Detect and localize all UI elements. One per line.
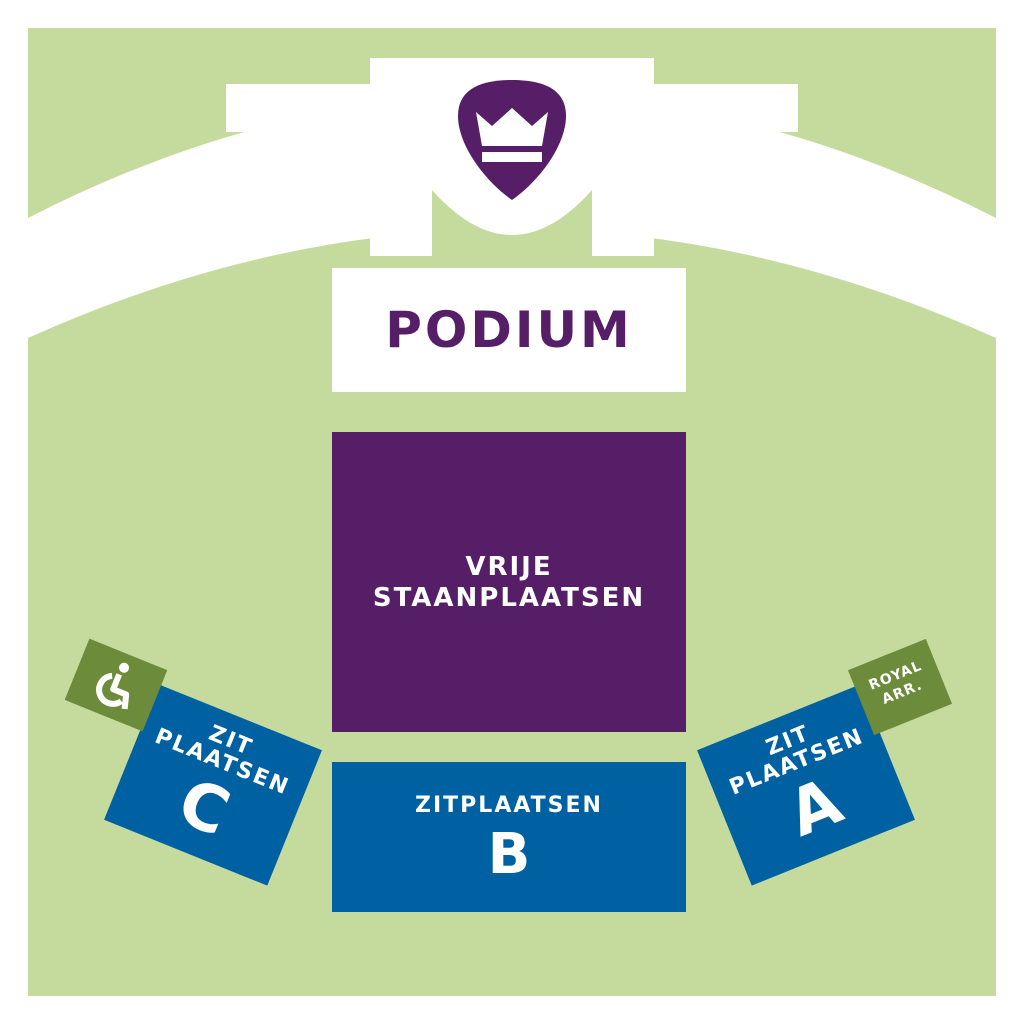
podium-label: PODIUM bbox=[385, 301, 633, 359]
royal-label: ROYAL ARR. bbox=[853, 652, 945, 717]
podium-box bbox=[332, 268, 686, 392]
wheelchair-icon bbox=[96, 662, 130, 710]
wheelchair-head bbox=[119, 662, 130, 673]
standing-label-line1: VRIJE bbox=[465, 552, 553, 582]
standing-area[interactable]: VRIJE STAANPLAATSEN bbox=[332, 432, 686, 732]
crown-band bbox=[482, 152, 542, 162]
wheelchair-wheel bbox=[96, 672, 124, 707]
wheelchair-body bbox=[110, 673, 130, 710]
crown-shape bbox=[476, 108, 548, 146]
section-b-letter: B bbox=[487, 822, 531, 888]
standing-label-line2: STAANPLAATSEN bbox=[372, 583, 646, 614]
section-b[interactable]: ZITPLAATSEN B bbox=[332, 762, 686, 912]
section-b-title: ZITPLAATSEN bbox=[415, 793, 603, 818]
section-b-label: ZITPLAATSEN B bbox=[332, 794, 686, 883]
stage-frame-notch bbox=[432, 190, 592, 256]
standing-label: VRIJE STAANPLAATSEN bbox=[332, 552, 686, 614]
crown-guitar-pick-icon bbox=[458, 80, 566, 200]
accessible-area[interactable] bbox=[64, 638, 168, 732]
